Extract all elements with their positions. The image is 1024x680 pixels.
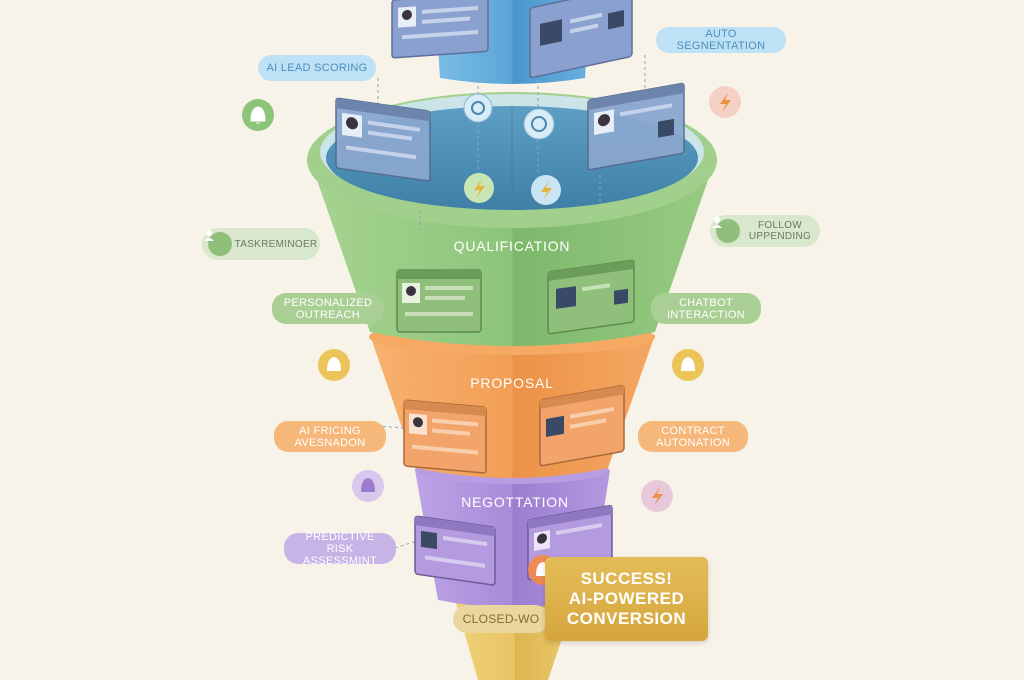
bolt-icon — [464, 173, 494, 203]
stage-label-negotiation: NEGOTTATION — [461, 494, 569, 510]
brain-icon — [463, 93, 493, 123]
success-line3: CONVERSION — [566, 609, 687, 628]
profile-card — [587, 82, 685, 171]
ai-pricing-line1: AI FRICING — [299, 424, 361, 437]
stage-label-proposal: PROPOSAL — [470, 375, 554, 391]
ai-pricing-line2: AVESNADON — [294, 436, 366, 449]
chatbot-interaction-line2: INTERACTION — [667, 308, 745, 321]
callout-follow-up: FOLLOW UPPENDING — [710, 215, 820, 247]
contract-automation-line2: AUTONATION — [655, 436, 731, 449]
callout-auto-segmentation: AUTO SEGNENTATION — [656, 27, 786, 53]
task-reminder-line1: TASK — [234, 238, 262, 250]
chip-card — [539, 384, 625, 467]
brain-icon — [523, 108, 555, 140]
personalized-outreach-line1: PERSONALIZED — [283, 296, 373, 309]
bell-icon — [672, 349, 704, 381]
profile-card — [403, 399, 487, 474]
callout-ai-lead-scoring: AI LEAD SCORING — [258, 55, 376, 81]
profile-card — [396, 269, 482, 333]
bolt-icon — [641, 480, 673, 512]
bell-icon — [242, 99, 274, 131]
chip-card — [547, 259, 635, 335]
chip-card — [529, 0, 633, 79]
person-icon — [204, 230, 232, 256]
bolt-icon — [709, 86, 741, 118]
contract-automation-line1: CONTRACT — [661, 424, 725, 437]
chip-card — [414, 515, 496, 586]
callout-task-reminder: TASKREMINOER — [202, 228, 320, 260]
bell-icon — [352, 470, 384, 502]
success-banner: SUCCESS! AI-POWERED CONVERSION — [545, 557, 708, 641]
predictive-risk-line2: RISK ASSESSMINT — [303, 542, 377, 567]
profile-card — [391, 0, 489, 59]
personalized-outreach-line2: OUTREACH — [295, 308, 361, 321]
success-line2: AI-POWERED — [568, 589, 685, 608]
stage-label-qualification: QUALIFICATION — [453, 238, 571, 254]
profile-card — [335, 97, 431, 182]
task-reminder-line2: REMINOER — [261, 238, 318, 250]
bolt-icon — [531, 175, 561, 205]
predictive-risk-line1: PREDICTIVE — [305, 530, 375, 543]
follow-up-line1: FOLLOW UP — [748, 220, 803, 242]
stage-label-closed-won: CLOSED-WO — [453, 605, 549, 633]
bell-icon — [318, 349, 350, 381]
person-icon — [712, 217, 740, 243]
follow-up-line2: PENDING — [763, 231, 812, 242]
chatbot-interaction-line1: CHATBOT — [679, 296, 733, 309]
success-line1: SUCCESS! — [580, 569, 673, 588]
